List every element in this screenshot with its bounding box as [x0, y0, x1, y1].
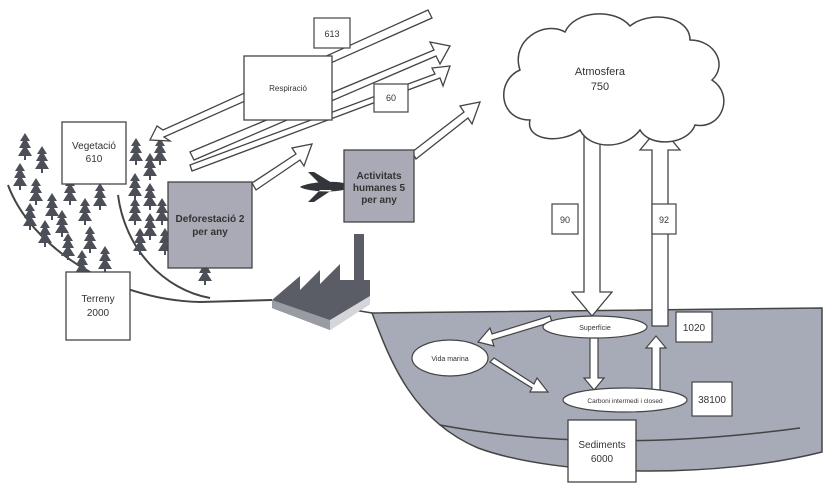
terreny-value: 2000	[87, 308, 110, 319]
deforestacio-label: Deforestació 2	[176, 214, 245, 225]
airplane-icon	[300, 172, 350, 202]
tree-icon	[35, 146, 49, 173]
factory-icon	[272, 234, 370, 330]
arrow-carbon-to-surface	[644, 335, 668, 391]
vida-marina-ellipse	[411, 339, 489, 377]
arrow-deforestacio	[251, 143, 314, 191]
vegetacio-value: 610	[86, 154, 103, 165]
down-flux-value: 90	[560, 215, 570, 225]
atmosfera-label: Atmosfera	[575, 66, 626, 78]
vida-marina-label: Vida marina	[431, 356, 468, 363]
respiracio-value2: 60	[386, 93, 396, 103]
superficie-value-box	[675, 311, 713, 343]
tree-icon	[38, 220, 52, 247]
superficie-label: Superfície	[579, 325, 611, 332]
tree-icon	[153, 138, 167, 165]
tree-icon	[61, 233, 75, 260]
activitats-label: Activitats	[356, 171, 401, 182]
respiracio-value2-box	[373, 83, 409, 113]
respiracio-value1: 613	[324, 29, 339, 39]
carboni-value: 38100	[698, 395, 726, 406]
activitats-sublabel1: humanes 5	[353, 183, 406, 194]
up-flux-value: 92	[659, 215, 669, 225]
carboni-label: Carboni intermedi i closed	[587, 398, 663, 405]
terreny-label: Terreny	[81, 294, 114, 305]
land-curve-inner	[117, 194, 211, 299]
tree-icon	[29, 178, 43, 205]
respiracio-value1-box	[313, 17, 351, 49]
tree-icon	[83, 226, 97, 253]
carboni-value-box	[691, 381, 733, 417]
up-flux-box	[651, 203, 677, 235]
tree-icon	[143, 153, 157, 180]
vegetacio-box	[61, 121, 127, 185]
deforestacio-sublabel: per any	[192, 227, 228, 238]
down-flux-box	[551, 203, 579, 235]
carboni-ellipse	[562, 387, 688, 413]
tree-icon	[98, 246, 112, 273]
tree-icon	[155, 198, 169, 225]
superficie-ellipse	[542, 315, 648, 339]
superficie-value: 1020	[683, 323, 706, 334]
tree-icon	[128, 173, 142, 200]
activitats-sublabel2: per any	[361, 195, 397, 206]
deforestacio-box	[167, 181, 253, 269]
arrow-surface-to-carbon	[582, 337, 606, 391]
arrow-life-to-carbon	[489, 357, 550, 393]
sediments-box	[567, 419, 637, 483]
tree-icon	[143, 213, 157, 240]
tree-icon	[129, 138, 143, 165]
sediments-label: Sediments	[578, 440, 625, 451]
tree-icon	[128, 198, 142, 225]
tree-icon	[45, 193, 59, 220]
tree-icon	[93, 183, 107, 210]
arrow-atm-down	[570, 131, 614, 318]
atmosfera-value: 750	[591, 81, 609, 93]
tree-icon	[18, 133, 32, 160]
respiracio-box	[243, 55, 333, 121]
activitats-box	[343, 149, 415, 223]
tree-icon	[133, 228, 147, 255]
respiracio-label: Respiració	[269, 84, 307, 93]
tree-icon	[143, 183, 157, 210]
atmosphere-cloud	[503, 13, 725, 146]
arrow-surface-to-life	[476, 315, 553, 347]
vegetacio-label: Vegetació	[72, 141, 116, 152]
tree-icon	[78, 198, 92, 225]
arrow-activitats	[411, 101, 482, 160]
tree-icon	[23, 203, 37, 230]
ocean-arrows	[476, 315, 668, 393]
sediments-value: 6000	[591, 454, 614, 465]
terreny-box	[65, 271, 131, 341]
tree-icon	[13, 163, 27, 190]
